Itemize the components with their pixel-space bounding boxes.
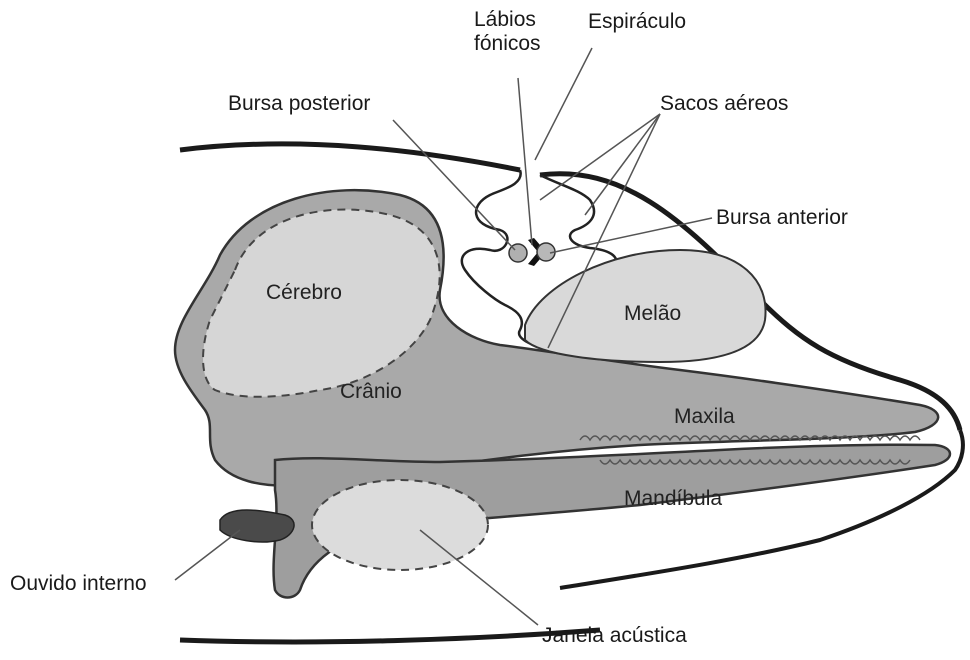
label-labios-line2: fónicos [474,32,541,56]
label-cranio: Crânio [340,380,402,404]
leader-sacos-1 [540,114,660,200]
label-mandibula: Mandíbula [624,487,722,511]
label-bursa-anterior: Bursa anterior [716,206,848,230]
leader-labios [518,78,532,245]
label-labios-line1: Lábios [474,8,541,32]
label-ouvido-interno: Ouvido interno [10,572,147,596]
label-janela-acustica: Janela acústica [542,624,687,648]
label-maxila: Maxila [674,405,735,429]
label-espiraculo: Espiráculo [588,10,686,34]
acoustic-window-shape [312,480,488,570]
body-outline-bottom [180,630,600,642]
label-melao: Melão [624,302,681,326]
label-sacos-aereos: Sacos aéreos [660,92,788,116]
leader-bursa-anterior [550,218,712,253]
body-outline-top [180,144,520,170]
label-cerebro: Cérebro [266,281,342,305]
label-labios-foncos: Lábios fónicos [474,8,541,56]
leader-espiraculo [535,48,592,160]
label-bursa-posterior: Bursa posterior [228,92,370,116]
leader-ouvido [175,530,240,580]
